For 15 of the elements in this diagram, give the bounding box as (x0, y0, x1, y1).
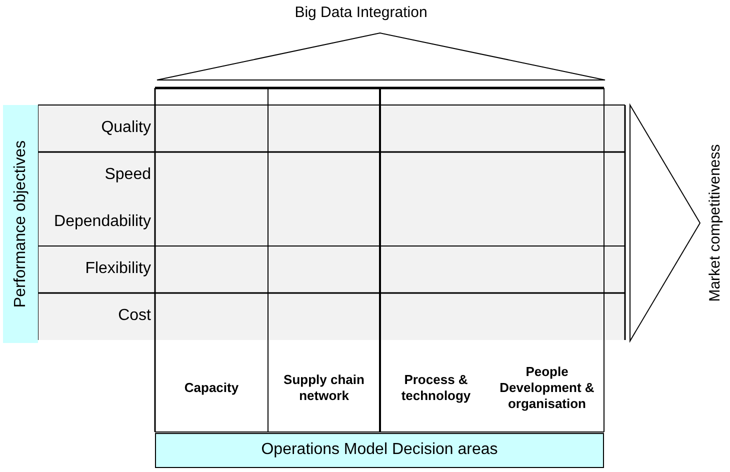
column-label: Supply chain network (282, 372, 366, 404)
column-label: Capacity (183, 380, 240, 396)
band (155, 433, 604, 468)
band-title: Operations Model Decision areas (260, 441, 499, 459)
row-label: Dependability (54, 212, 151, 230)
band (3, 105, 38, 343)
row-label: Cost (118, 306, 151, 324)
column-label: People Development & organisation (498, 364, 596, 412)
arrow-label: Market competitiveness (706, 144, 724, 302)
row-label: Quality (101, 118, 151, 136)
roof-title: Big Data Integration (294, 4, 428, 21)
row-label: Flexibility (85, 260, 151, 278)
row-label: Speed (104, 166, 151, 184)
column-label: Process & technology (400, 372, 472, 404)
band-title: Performance objectives (12, 140, 30, 308)
